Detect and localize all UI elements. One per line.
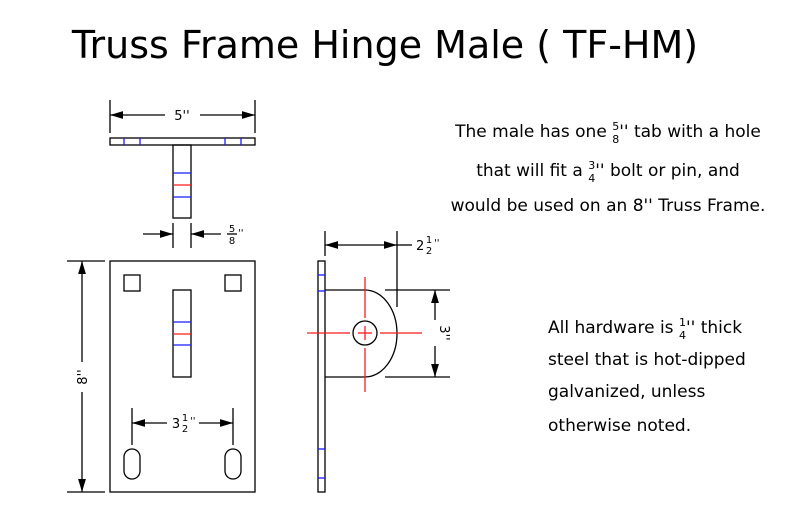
dim-tab-len-whole: 2 xyxy=(416,239,424,254)
dim-width: 5'' xyxy=(174,109,189,124)
dim-tab-len-den: 2 xyxy=(426,246,432,257)
side-view: 2 1 2 '' 3'' xyxy=(307,231,451,493)
dim-tab-len-unit: '' xyxy=(434,238,440,249)
page-title: Truss Frame Hinge Male ( TF-HM) xyxy=(71,23,698,67)
note-line: steel that is hot-dipped xyxy=(548,350,746,370)
slot-hole xyxy=(224,448,242,480)
note-text: All hardware is xyxy=(548,318,679,338)
dim-slot-num: 1 xyxy=(182,413,188,424)
note-line: galvanized, unless xyxy=(548,382,705,402)
base-plate-edge xyxy=(109,137,256,146)
fraction-denominator: 8 xyxy=(612,133,619,146)
base-plate xyxy=(109,260,256,493)
note-text: The male has one xyxy=(454,122,612,142)
fraction-numerator: 5 xyxy=(612,120,619,133)
note-line: otherwise noted. xyxy=(548,416,691,436)
note-text: '' tab with a hole xyxy=(619,122,761,142)
square-hole xyxy=(123,274,141,292)
fraction-denominator: 4 xyxy=(588,172,595,185)
slot-hole xyxy=(123,448,141,480)
fraction-numerator: 3 xyxy=(588,159,595,172)
dim-tab-height: 3'' xyxy=(436,325,451,340)
dim-tab-unit: '' xyxy=(238,228,244,239)
dim-tab-num: 5 xyxy=(229,224,235,235)
pin-hole xyxy=(352,320,378,346)
dim-slot-whole: 3 xyxy=(172,417,180,432)
fraction-numerator: 1 xyxy=(679,316,686,329)
front-view: 8'' 3 1 2 '' xyxy=(67,260,256,493)
note-line: would be used on an 8'' Truss Frame. xyxy=(451,196,766,216)
dim-slot-unit: '' xyxy=(190,416,196,427)
note-text: that will fit a xyxy=(476,161,588,181)
note-text: '' thick xyxy=(686,318,742,338)
top-view: 5'' 5 8 '' xyxy=(109,100,256,248)
fraction-denominator: 4 xyxy=(679,329,686,342)
note-text: '' bolt or pin, and xyxy=(595,161,740,181)
tab-edge xyxy=(172,144,192,219)
square-hole xyxy=(224,274,242,292)
dim-tab-len-num: 1 xyxy=(426,235,432,246)
dim-slot-den: 2 xyxy=(182,424,188,435)
dim-height: 8'' xyxy=(76,369,91,384)
dim-tab-den: 8 xyxy=(229,236,235,247)
plate-edge xyxy=(317,260,326,493)
